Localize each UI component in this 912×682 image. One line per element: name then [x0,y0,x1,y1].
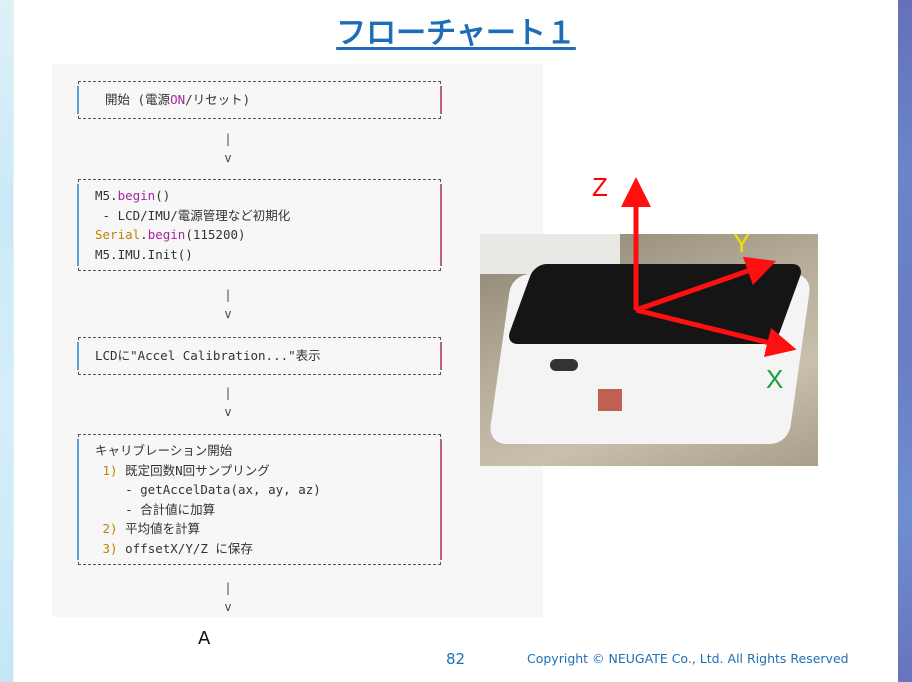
line: 2) 平均値を計算 [95,519,440,539]
flow-arrow: |v [222,384,234,422]
line: - getAccelData(ax, ay, az) [95,482,321,497]
t: 3) [102,540,118,556]
t: 1) [102,462,118,478]
line: - 合計値に加算 [95,501,216,517]
text: /リセット) [185,92,251,107]
t: offsetX/Y/Z に保存 [117,540,253,556]
text: 開始 (電源 [105,92,171,107]
caption-label: A [198,628,211,649]
x-axis-arrow [635,307,797,357]
line: 1) 既定回数N回サンプリング [95,461,440,481]
z-axis-label: Z [592,172,608,202]
y-axis-arrow [635,256,777,313]
flow-arrow: |v [222,286,234,324]
slide-title: フローチャート１ [336,16,576,51]
pipe: | [224,288,232,302]
y-axis-label: Y [733,228,751,258]
line: キャリブレーション開始 [95,443,233,458]
arrow-head: v [224,600,232,614]
flow-box-calibration: キャリブレーション開始 1) 既定回数N回サンプリング - getAccelDa… [77,434,442,565]
arrow-head: v [224,151,232,165]
text: ON [170,92,186,107]
t: () [155,188,171,203]
pipe: | [224,132,232,146]
pipe: | [224,386,232,400]
line: - LCD/IMU/電源管理など初期化 [95,207,291,223]
line: LCDに"Accel Calibration..."表示 [95,348,321,363]
pipe: | [224,581,232,595]
copyright: Copyright © NEUGATE Co., Ltd. All Rights… [527,651,849,666]
line: Serial.begin(115200) [95,225,440,245]
flow-box-lcd: LCDに"Accel Calibration..."表示 [77,337,442,375]
left-decor-strip [0,0,14,682]
t: Serial [95,227,141,242]
flowchart-code-block: 開始 (電源ON/リセット) |v M5.begin() - LCD/IMU/電… [52,64,543,617]
t: (115200) [185,227,246,242]
x-axis-label: X [766,364,784,394]
grove-port [598,389,622,411]
flow-arrow: |v [222,130,234,168]
t: M5. [95,188,118,203]
flow-box-start: 開始 (電源ON/リセット) [77,81,442,119]
t: begin [117,188,156,203]
page-number: 82 [446,650,466,668]
t: . [140,227,148,242]
flow-arrow: |v [222,579,234,617]
usb-port [550,359,578,371]
line: M5.IMU.Init() [95,246,193,262]
line: 3) offsetX/Y/Z に保存 [95,539,440,559]
right-decor-strip [898,0,912,682]
arrow-head: v [224,307,232,321]
t: 既定回数N回サンプリング [117,462,270,478]
t: begin [147,227,186,242]
line: M5.begin() [95,186,440,206]
arrow-head: v [224,405,232,419]
t: 2) [102,521,118,536]
t: 平均値を計算 [117,521,201,536]
